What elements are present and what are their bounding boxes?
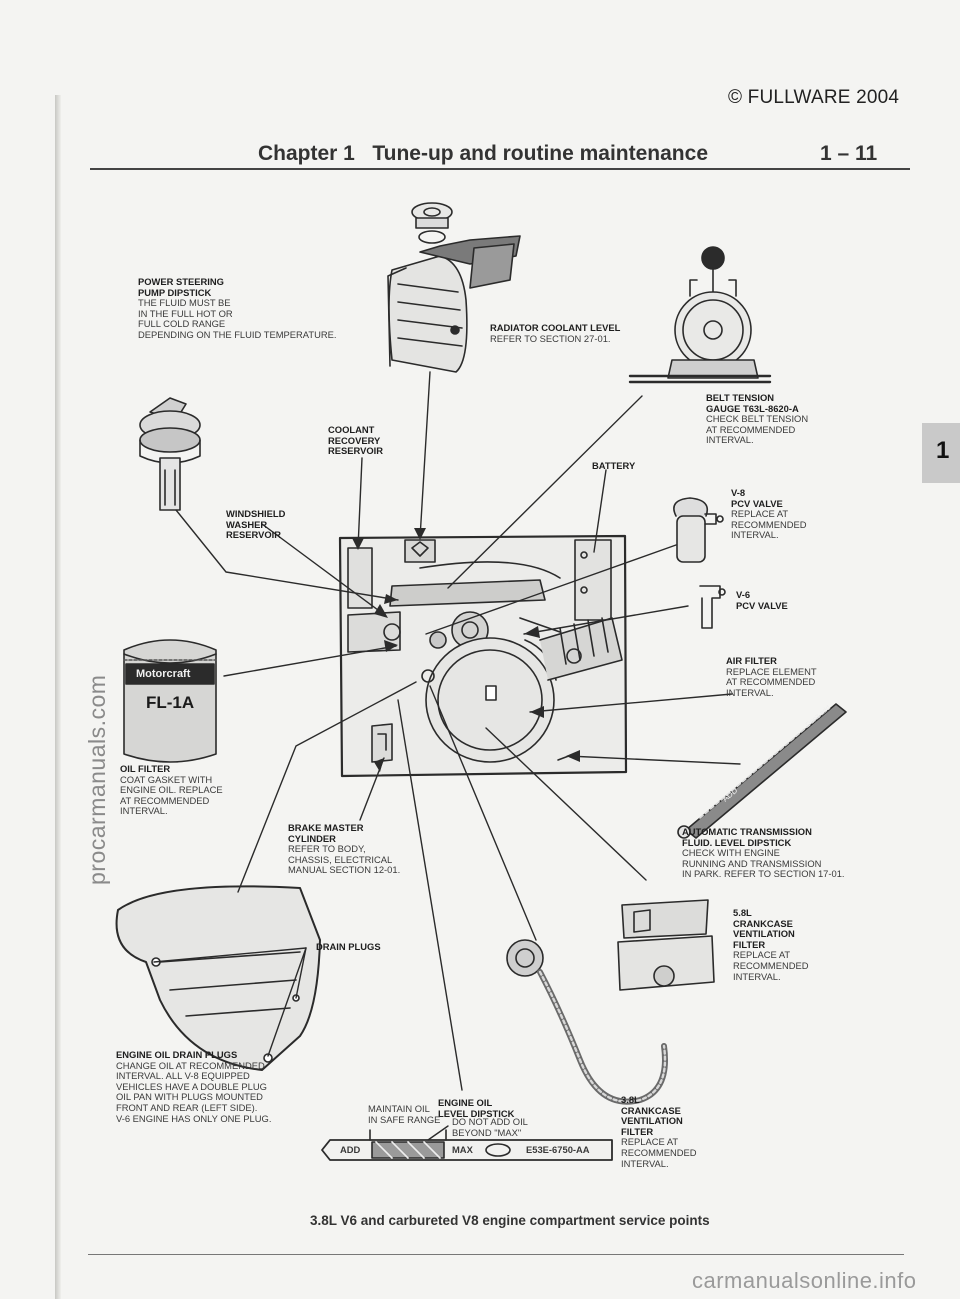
pcv-v8-label: V-8 PCV VALVE REPLACE AT RECOMMENDED INT…	[731, 487, 807, 541]
brake-master-text: REFER TO BODY, CHASSIS, ELECTRICAL MANUA…	[288, 843, 401, 876]
oil-pan-illustration	[115, 885, 321, 1071]
filter-brand-marking: Motorcraft	[136, 668, 191, 680]
power-steering-title: POWER STEERING PUMP DIPSTICK	[138, 276, 224, 298]
oil-drain-plugs-title: ENGINE OIL DRAIN PLUGS	[116, 1049, 238, 1060]
brake-master-label: BRAKE MASTER CYLINDER REFER TO BODY, CHA…	[288, 822, 401, 876]
dipstick-part-marking: E53E-6750-AA	[526, 1144, 590, 1155]
page-number: 1 – 11	[820, 142, 878, 165]
leader-arrowheads	[352, 528, 580, 772]
brake-master-title: BRAKE MASTER CYLINDER	[288, 822, 364, 844]
windshield-washer-title: WINDSHIELD WASHER RESERVOIR	[226, 508, 286, 541]
do-not-add-text: DO NOT ADD OIL BEYOND "MAX"	[452, 1116, 528, 1138]
power-steering-dipstick-illustration	[139, 397, 201, 511]
crankcase-58-label: 5.8L CRANKCASE VENTILATION FILTER REPLAC…	[733, 907, 809, 982]
figure-caption: 3.8L V6 and carbureted V8 engine compart…	[310, 1213, 710, 1228]
pcv-valve-v6-illustration	[699, 585, 726, 629]
windshield-washer-label: WINDSHIELD WASHER RESERVOIR	[226, 508, 286, 541]
engine-compartment-illustration	[338, 534, 628, 778]
oil-filter-illustration	[123, 639, 217, 763]
power-steering-label: POWER STEERING PUMP DIPSTICK THE FLUID M…	[138, 276, 337, 341]
air-filter-title: AIR FILTER	[726, 655, 777, 666]
crankcase-38-label: 3.8L CRANKCASE VENTILATION FILTER REPLAC…	[621, 1094, 697, 1169]
oil-filter-label: OIL FILTER COAT GASKET WITH ENGINE OIL. …	[120, 763, 223, 817]
drain-plugs-label: DRAIN PLUGS	[316, 941, 381, 953]
coolant-recovery-label: COOLANT RECOVERY RESERVOIR	[328, 424, 384, 457]
chapter-title: Chapter 1 Tune-up and routine maintenanc…	[258, 142, 708, 165]
oil-filter-text: COAT GASKET WITH ENGINE OIL. REPLACE AT …	[120, 773, 223, 817]
filter-model-marking: FL-1A	[146, 693, 195, 712]
belt-tension-gauge-illustration	[628, 246, 772, 384]
coolant-recovery-title: COOLANT RECOVERY RESERVOIR	[328, 424, 384, 457]
pcv-v6-label: V-6 PCV VALVE	[736, 589, 788, 611]
drain-plugs-title: DRAIN PLUGS	[316, 941, 381, 952]
radiator-cap-illustration	[411, 202, 453, 244]
oil-dipstick-title: ENGINE OIL LEVEL DIPSTICK	[438, 1097, 515, 1119]
oil-dipstick-illustration	[506, 939, 668, 1105]
crankcase-38-text: REPLACE AT RECOMMENDED INTERVAL.	[621, 1136, 697, 1169]
oil-drain-plugs-label: ENGINE OIL DRAIN PLUGS CHANGE OIL AT REC…	[116, 1049, 272, 1124]
do-not-add-label: DO NOT ADD OIL BEYOND "MAX"	[452, 1116, 528, 1138]
page-binding-edge	[55, 95, 61, 1299]
belt-tension-title: BELT TENSION GAUGE T63L-8620-A	[706, 392, 799, 414]
atf-dipstick-text: CHECK WITH ENGINE RUNNING AND TRANSMISSI…	[682, 847, 845, 880]
belt-tension-text: CHECK BELT TENSION AT RECOMMENDED INTERV…	[706, 413, 809, 446]
oil-filter-title: OIL FILTER	[120, 763, 171, 774]
atf-dipstick-illustration	[677, 703, 847, 839]
crankcase-filter-58-illustration	[617, 899, 715, 991]
crankcase-58-title: 5.8L CRANKCASE VENTILATION FILTER	[733, 907, 795, 950]
pcv-valve-v8-illustration	[673, 497, 724, 563]
pcv-v8-text: REPLACE AT RECOMMENDED INTERVAL.	[731, 508, 807, 541]
battery-label: BATTERY	[592, 460, 636, 472]
dipstick-max-marking: MAX	[452, 1144, 473, 1155]
battery-title: BATTERY	[592, 460, 636, 471]
radiator-title: RADIATOR COOLANT LEVEL	[490, 322, 621, 333]
leader-lines	[153, 371, 741, 1141]
atf-dipstick-label: AUTOMATIC TRANSMISSION FLUID. LEVEL DIPS…	[682, 826, 845, 880]
maintain-oil-text: MAINTAIN OIL IN SAFE RANGE	[368, 1103, 441, 1125]
pcv-v6-title: V-6 PCV VALVE	[736, 589, 788, 611]
maintain-oil-label: MAINTAIN OIL IN SAFE RANGE	[368, 1103, 441, 1125]
dipstick-add-marking: ADD	[340, 1144, 361, 1155]
crankcase-58-text: REPLACE AT RECOMMENDED INTERVAL.	[733, 949, 809, 982]
atf-dipstick-title: AUTOMATIC TRANSMISSION FLUID. LEVEL DIPS…	[682, 826, 812, 848]
air-filter-label: AIR FILTER REPLACE ELEMENT AT RECOMMENDE…	[726, 655, 817, 698]
watermark-bottom: carmanualsonline.info	[692, 1268, 917, 1293]
radiator-label: RADIATOR COOLANT LEVEL REFER TO SECTION …	[490, 322, 621, 344]
header-rule	[90, 168, 910, 170]
oil-dipstick-label: ENGINE OIL LEVEL DIPSTICK	[438, 1097, 515, 1119]
crankcase-38-title: 3.8L CRANKCASE VENTILATION FILTER	[621, 1094, 683, 1137]
air-filter-text: REPLACE ELEMENT AT RECOMMENDED INTERVAL.	[726, 665, 817, 698]
section-tab[interactable]	[922, 423, 960, 483]
pcv-v8-title: V-8 PCV VALVE	[731, 487, 783, 509]
radiator-tank-illustration	[387, 235, 521, 373]
footer-rule	[88, 1254, 904, 1255]
radiator-text: REFER TO SECTION 27-01.	[490, 332, 611, 344]
oil-drain-plugs-text: CHANGE OIL AT RECOMMENDED INTERVAL. ALL …	[116, 1059, 272, 1124]
belt-tension-label: BELT TENSION GAUGE T63L-8620-A CHECK BEL…	[706, 392, 809, 446]
section-tab-label: 1	[936, 437, 950, 464]
dipstick-scale-illustration	[321, 1129, 613, 1161]
copyright-notice: © FULLWARE 2004	[728, 87, 900, 108]
power-steering-text: THE FLUID MUST BE IN THE FULL HOT OR FUL…	[138, 297, 337, 340]
